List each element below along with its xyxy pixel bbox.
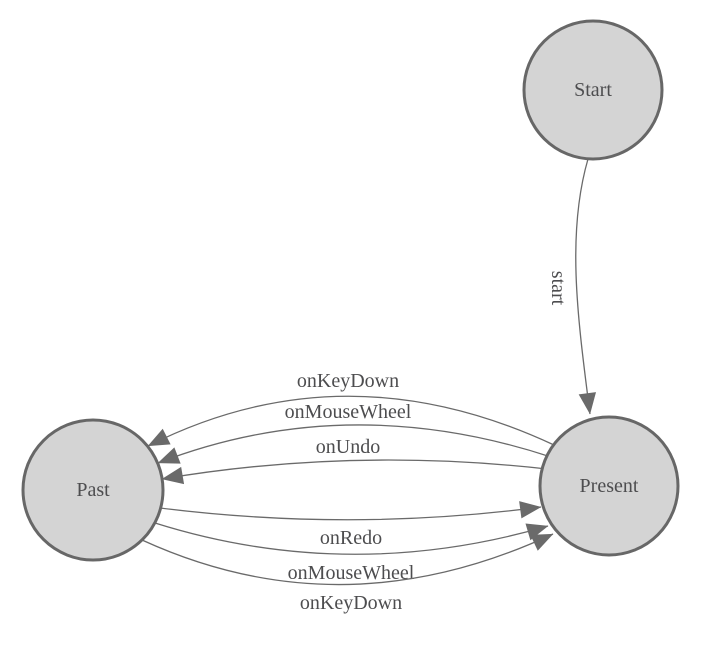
edge-line-start [575,158,597,415]
edge-line-onmousewheel-top [157,424,552,464]
node-start: Start [522,19,664,161]
edge-line-onkeydown-bottom [141,533,554,586]
edge-label-onmousewheel-bottom: onMouseWheel [288,562,415,584]
node-past-label: Past [76,479,110,501]
edge-past-to-present-onkeydown: onKeyDown [141,533,554,614]
edge-past-to-present-onredo: onRedo [159,501,542,549]
edge-label-onkeydown-top: onKeyDown [297,370,399,392]
edge-line-onredo [159,501,542,521]
edge-present-to-past-onkeydown: onKeyDown [147,370,555,447]
edge-label-onundo: onUndo [316,436,380,458]
edge-present-to-past-onmousewheel: onMouseWheel [157,401,552,464]
node-start-circle [522,19,664,161]
edge-label-start: start [547,271,569,306]
edge-line-onkeydown-top [147,395,555,447]
node-present: Present [538,415,680,557]
node-past: Past [21,418,165,562]
node-present-circle [538,415,680,557]
edge-present-to-past-onundo: onUndo [161,436,548,485]
edge-line-onundo [161,459,548,485]
edge-past-to-present-onmousewheel: onMouseWheel [154,522,549,584]
edge-label-onredo: onRedo [320,527,382,549]
edge-label-onmousewheel-top: onMouseWheel [285,401,412,423]
edge-line-onmousewheel-bottom [154,522,549,555]
node-present-label: Present [580,475,639,497]
edge-label-onkeydown-bottom: onKeyDown [300,592,402,614]
node-past-circle [21,418,165,562]
edge-start-to-present: start [547,158,597,415]
node-start-label: Start [574,79,612,101]
